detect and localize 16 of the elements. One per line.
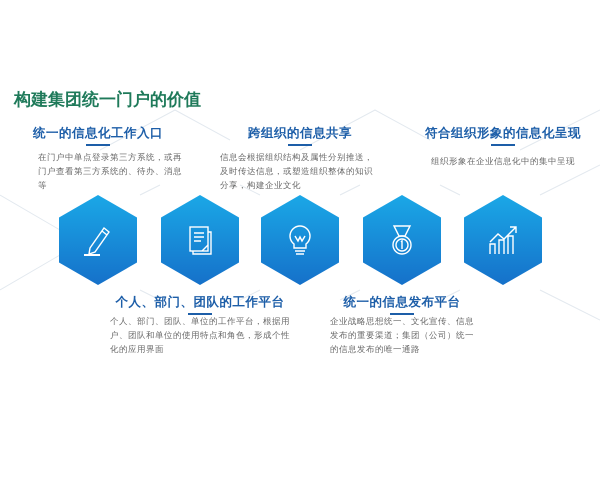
title: 构建集团统一门户的价值 — [14, 89, 201, 111]
heading: 个人、部门、团队的工作平台 — [116, 294, 284, 311]
hexagon — [58, 194, 138, 286]
hexagon — [463, 194, 543, 286]
heading: 跨组织的信息共享 — [248, 125, 352, 142]
description: 企业战略思想统一、文化宣传、信息发布的重要渠道；集团（公司）统一的信息发布的唯一通路 — [330, 316, 475, 357]
hexagon — [362, 194, 442, 286]
heading: 符合组织形象的信息化呈现 — [425, 125, 581, 142]
hexagon — [260, 194, 340, 286]
description: 组织形象在企业信息化中的集中呈现 — [430, 156, 576, 169]
heading: 统一的信息发布平台 — [344, 294, 460, 311]
hexagon — [160, 194, 240, 286]
description: 个人、部门、团队、单位的工作平台，根据用户、团队和单位的使用特点和角色，形成个性化的应用界面 — [110, 316, 291, 357]
description: 在门户中单点登录第三方系统，或再门户查看第三方系统的、待办、消息等 — [38, 152, 183, 193]
description: 信息会根据组织结构及属性分别推送，及时传达信息，或塑造组织整体的知识分享，构建企业文化 — [220, 152, 374, 193]
heading: 统一的信息化工作入口 — [33, 125, 163, 142]
